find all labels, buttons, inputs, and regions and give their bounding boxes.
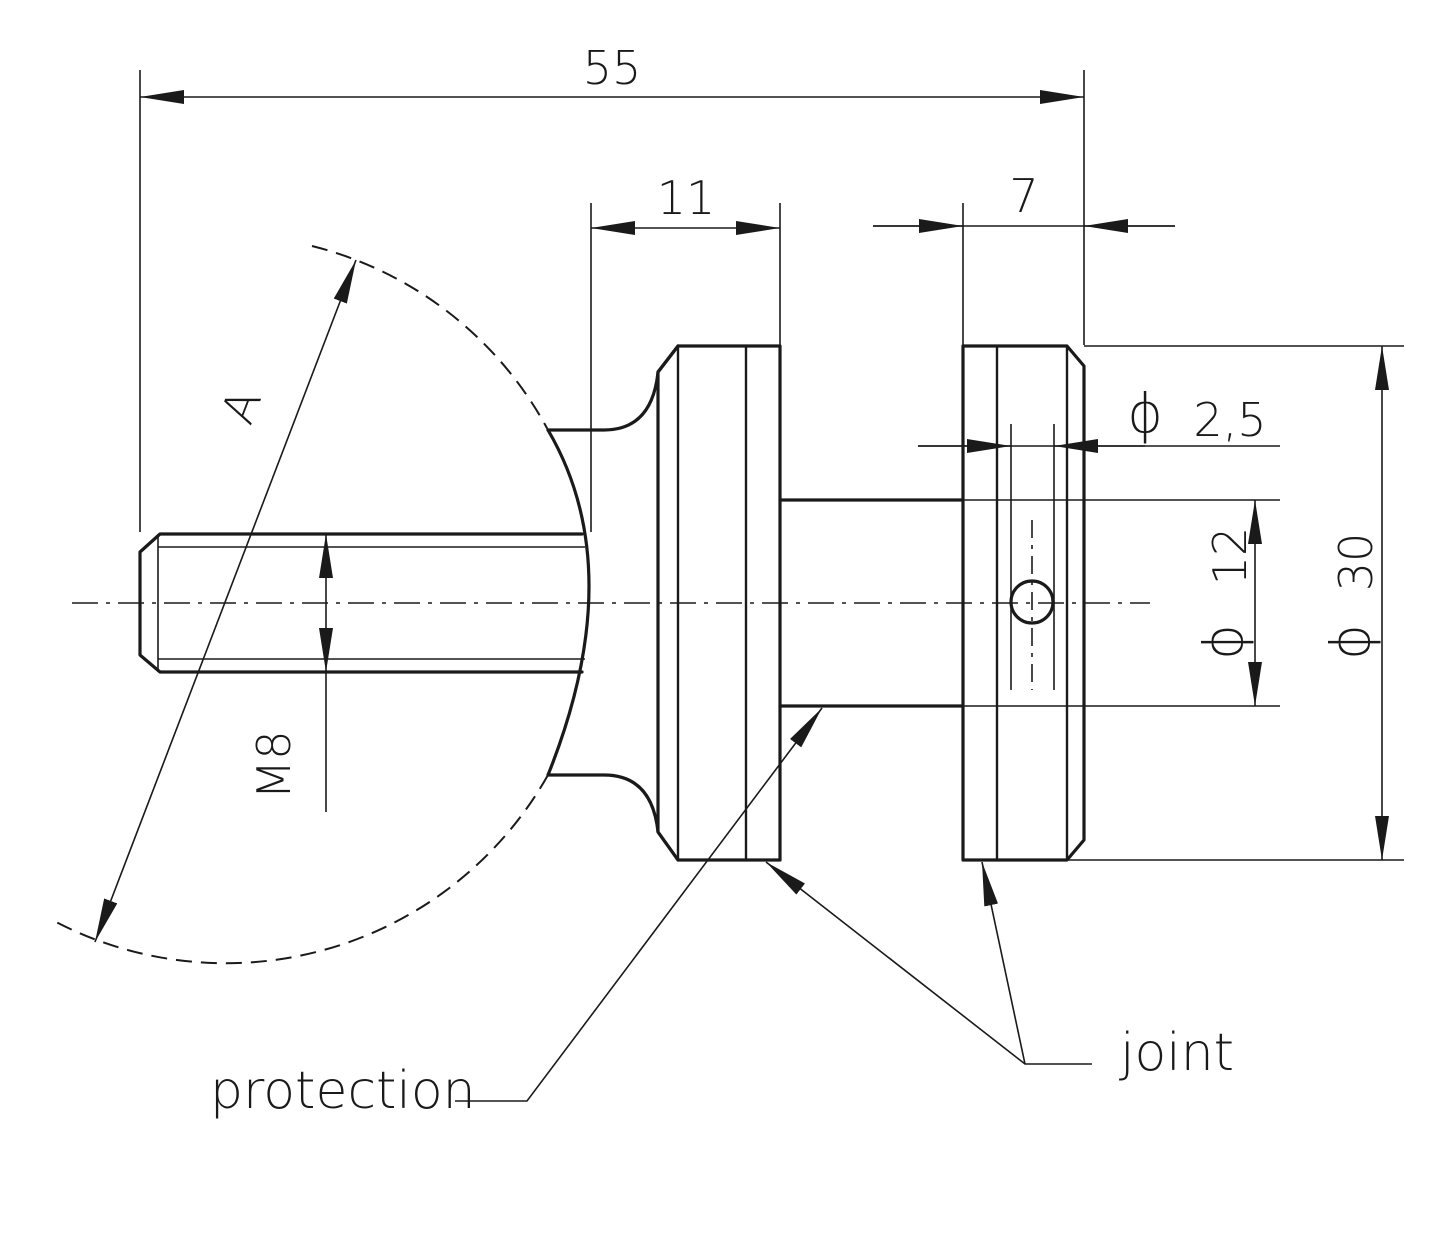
extension-lines <box>139 70 1404 861</box>
leader-joint-head <box>765 861 1092 1065</box>
label-protection: protection <box>210 1061 476 1121</box>
neck-shaft <box>778 498 965 708</box>
leader-protection <box>455 707 823 1102</box>
leader-joint-collar <box>981 861 1026 1065</box>
dim-symbol-30: ϕ <box>1319 624 1382 660</box>
dim-symbol-12: ϕ <box>1192 624 1255 660</box>
dim-line-a <box>94 259 357 943</box>
dim-label-11: 11 <box>657 171 716 225</box>
cross-hole <box>1009 424 1055 690</box>
collar-disc <box>961 344 1086 862</box>
dim-label-a: A <box>210 382 272 431</box>
protection-disc <box>656 344 782 862</box>
dim-label-30: 30 <box>1329 533 1383 592</box>
body-outline <box>546 428 591 777</box>
dim-label-m8: M8 <box>247 731 301 800</box>
dim-symbol-hole: ϕ <box>1127 382 1163 445</box>
dim-label-7: 7 <box>1009 169 1038 223</box>
label-joint: joint <box>1119 1023 1234 1083</box>
dim-label-hole: 2,5 <box>1193 393 1266 447</box>
dim-label-12: 12 <box>1203 527 1257 586</box>
envelope-arc <box>55 245 549 965</box>
dim-label-55: 55 <box>583 41 642 95</box>
